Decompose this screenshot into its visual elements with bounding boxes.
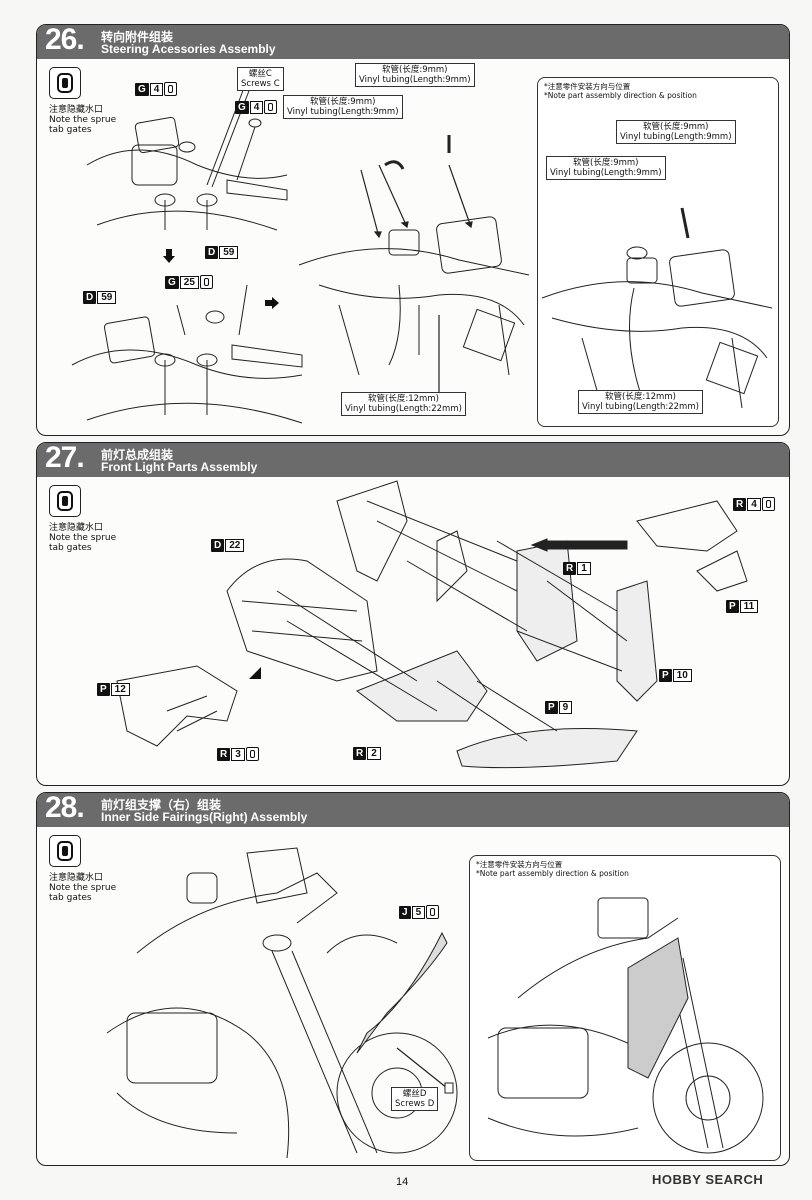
down-arrow-icon	[163, 249, 175, 263]
sprue-note-en1: Note the sprue	[49, 533, 117, 543]
inset-fairing-drawing	[487, 897, 764, 1154]
inset-tubing-9mm-label-b: 软管(长度:9mm)Vinyl tubing(Length:9mm)	[546, 156, 666, 180]
inset-note-cn: *注意零件安装方向与位置	[544, 82, 631, 91]
steering-drawing-top	[86, 79, 288, 231]
step-header: 28. 前灯组支撑（右）组装 Inner Side Fairings(Right…	[37, 791, 789, 827]
sprue-note-en1: Note the sprue	[49, 883, 117, 893]
step-number: 27.	[45, 441, 85, 474]
inset-tubing-9mm-label-a: 软管(长度:9mm)Vinyl tubing(Length:9mm)	[616, 120, 736, 144]
step-title-cn: 前灯总成组装	[101, 448, 174, 462]
sprue-note-cn: 注意隐藏水口	[49, 105, 104, 115]
inset-note-en: *Note part assembly direction & position	[544, 91, 697, 100]
fairing-drawing	[106, 847, 458, 1159]
step-title-en: Steering Acessories Assembly	[101, 42, 276, 56]
sprue-note-en2: tab gates	[49, 543, 92, 553]
step-title-en: Inner Side Fairings(Right) Assembly	[101, 810, 308, 824]
inset-note-cn: *注意零件安装方向与位置	[476, 860, 563, 869]
vinyl-tubing-22mm-label: 软管(长度:12mm)Vinyl tubing(Length:22mm)	[341, 392, 466, 416]
vinyl-tubing-9mm-label-b: 软管(长度:9mm)Vinyl tubing(Length:9mm)	[283, 95, 403, 119]
sprue-note-cn: 注意隐藏水口	[49, 873, 104, 883]
step-title-cn: 前灯组支撑（右）组装	[101, 798, 222, 812]
step-number: 26.	[45, 23, 85, 56]
step-header: 26. 转向附件组装 Steering Acessories Assembly	[37, 23, 789, 59]
sprue-note: 注意隐藏水口 Note the sprue tab gates	[49, 67, 116, 135]
sprue-note-en1: Note the sprue	[49, 115, 117, 125]
steering-drawing-bottom	[71, 284, 303, 424]
step-title-cn: 转向附件组装	[101, 30, 174, 44]
page-number: 14	[396, 1176, 409, 1188]
vinyl-tubing-9mm-label-a: 软管(长度:9mm)Vinyl tubing(Length:9mm)	[355, 63, 475, 87]
inset-tubing-drawing	[541, 207, 773, 409]
step-28-inset: *注意零件安装方向与位置*Note part assembly directio…	[469, 855, 781, 1161]
step-28-panel: 28. 前灯组支撑（右）组装 Inner Side Fairings(Right…	[36, 791, 790, 1166]
hobby-search-watermark: HOBBY SEARCH	[652, 1172, 764, 1187]
step-header: 27. 前灯总成组装 Front Light Parts Assembly	[37, 441, 789, 477]
step-27-panel: 27. 前灯总成组装 Front Light Parts Assembly 注意…	[36, 441, 790, 786]
right-arrow-icon	[265, 297, 279, 309]
step-title-en: Front Light Parts Assembly	[101, 460, 258, 474]
sprue-note: 注意隐藏水口 Note the sprue tab gates	[49, 835, 116, 903]
step-26-inset: *注意零件安装方向与位置*Note part assembly directio…	[537, 77, 779, 427]
step-number: 28.	[45, 791, 85, 824]
sprue-gate-icon	[49, 67, 81, 99]
inset-tubing-22mm-label: 软管(长度:12mm)Vinyl tubing(Length:22mm)	[578, 390, 703, 414]
small-arrow-icon	[249, 667, 261, 679]
sprue-gate-icon	[49, 485, 81, 517]
sprue-note-en2: tab gates	[49, 125, 92, 135]
sprue-note: 注意隐藏水口 Note the sprue tab gates	[49, 485, 116, 553]
sprue-note-cn: 注意隐藏水口	[49, 523, 104, 533]
tubing-drawing	[298, 135, 530, 400]
sprue-note-en2: tab gates	[49, 893, 92, 903]
inset-note-en: *Note part assembly direction & position	[476, 869, 629, 878]
step-26-panel: 26. 转向附件组装 Steering Acessories Assembly …	[36, 23, 790, 436]
sprue-gate-icon	[49, 835, 81, 867]
front-light-drawing	[116, 480, 748, 769]
